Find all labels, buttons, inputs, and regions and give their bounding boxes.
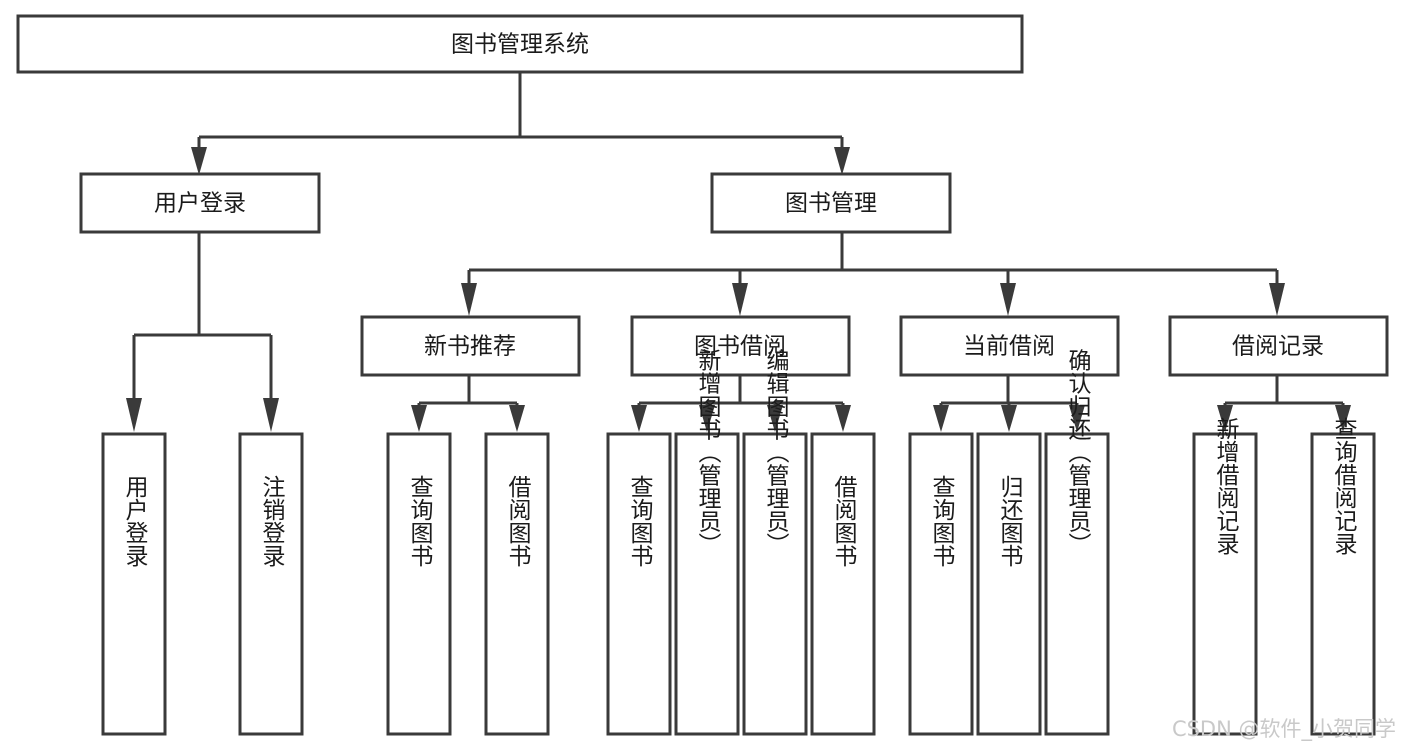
arrow-to-new-book-recommend-icon bbox=[461, 283, 477, 316]
node-leaf-borrow-book-1-box[interactable] bbox=[484, 432, 550, 736]
node-user-login-box[interactable] bbox=[79, 172, 321, 234]
arrow-to-leaf-user-logout-icon bbox=[263, 398, 279, 432]
node-leaf-query-record[interactable]: 查询借阅记录 bbox=[1310, 417, 1376, 736]
arrow-to-current-borrow-icon bbox=[1000, 283, 1016, 316]
node-leaf-user-login-box[interactable] bbox=[101, 432, 167, 736]
node-leaf-query-book-1[interactable]: 查询图书 bbox=[386, 432, 452, 736]
node-leaf-confirm-return-box[interactable] bbox=[1044, 432, 1110, 736]
node-leaf-query-book-2[interactable]: 查询图书 bbox=[606, 432, 672, 736]
arrow-to-book-borrow-icon bbox=[732, 283, 748, 316]
arrow-to-leaf-borrow-book-1-icon bbox=[509, 405, 525, 432]
node-leaf-user-logout[interactable]: 注销登录 bbox=[238, 432, 304, 736]
node-root-label: 图书管理系统 bbox=[451, 32, 589, 58]
node-leaf-edit-book-label: 编辑图书（管理员） bbox=[762, 349, 790, 556]
node-book-management-label: 图书管理 bbox=[785, 191, 877, 217]
node-leaf-confirm-return[interactable]: 确认归还（管理员） bbox=[1044, 349, 1110, 736]
node-leaf-confirm-return-label: 确认归还（管理员） bbox=[1064, 349, 1092, 556]
node-leaf-add-book[interactable]: 新增图书（管理员） bbox=[674, 349, 740, 736]
node-root-box[interactable] bbox=[16, 14, 1024, 74]
node-leaf-user-login-label: 用户登录 bbox=[121, 475, 149, 567]
node-root[interactable]: 图书管理系统 bbox=[16, 14, 1024, 74]
arrow-to-leaf-user-login-icon bbox=[126, 398, 142, 432]
node-borrow-record-label: 借阅记录 bbox=[1232, 334, 1324, 360]
node-leaf-add-book-label: 新增图书（管理员） bbox=[694, 349, 722, 556]
node-book-borrow[interactable]: 图书借阅 bbox=[630, 315, 851, 377]
node-leaf-user-login[interactable]: 用户登录 bbox=[101, 432, 167, 736]
node-leaf-query-book-2-label: 查询图书 bbox=[626, 475, 654, 567]
node-borrow-record-box[interactable] bbox=[1168, 315, 1389, 377]
node-new-book-recommend-box[interactable] bbox=[360, 315, 581, 377]
node-borrow-record[interactable]: 借阅记录 bbox=[1168, 315, 1389, 377]
arrow-to-borrow-record-icon bbox=[1269, 283, 1285, 316]
node-leaf-query-book-1-box[interactable] bbox=[386, 432, 452, 736]
node-user-login[interactable]: 用户登录 bbox=[79, 172, 321, 234]
node-leaf-query-book-3-label: 查询图书 bbox=[928, 475, 956, 567]
arrow-to-leaf-borrow-book-2-icon bbox=[835, 405, 851, 432]
node-leaf-return-book-box[interactable] bbox=[976, 432, 1042, 736]
node-leaf-edit-book-box[interactable] bbox=[742, 432, 808, 736]
arrow-to-leaf-return-book-icon bbox=[1001, 405, 1017, 432]
arrow-to-leaf-edit-book-icon bbox=[767, 405, 783, 432]
node-leaf-query-book-3-box[interactable] bbox=[908, 432, 974, 736]
arrow-to-leaf-add-book-icon bbox=[699, 405, 715, 432]
arrow-to-leaf-add-record-icon bbox=[1217, 405, 1233, 432]
node-current-borrow[interactable]: 当前借阅 bbox=[899, 315, 1120, 377]
node-leaf-borrow-book-1[interactable]: 借阅图书 bbox=[484, 432, 550, 736]
arrow-to-leaf-query-book-1-icon bbox=[411, 405, 427, 432]
node-leaf-user-logout-label: 注销登录 bbox=[258, 475, 286, 567]
node-leaf-return-book-label: 归还图书 bbox=[996, 475, 1024, 567]
node-book-borrow-label: 图书借阅 bbox=[694, 334, 786, 360]
node-leaf-borrow-book-2-label: 借阅图书 bbox=[830, 475, 858, 567]
node-book-management-box[interactable] bbox=[710, 172, 952, 234]
node-leaf-add-book-box[interactable] bbox=[674, 432, 740, 736]
node-leaf-query-record-box[interactable] bbox=[1310, 432, 1376, 736]
node-current-borrow-box[interactable] bbox=[899, 315, 1120, 377]
node-leaf-return-book[interactable]: 归还图书 bbox=[976, 432, 1042, 736]
node-book-management[interactable]: 图书管理 bbox=[710, 172, 952, 234]
node-book-borrow-box[interactable] bbox=[630, 315, 851, 377]
node-leaf-borrow-book-2[interactable]: 借阅图书 bbox=[810, 432, 876, 736]
node-leaf-user-logout-box[interactable] bbox=[238, 432, 304, 736]
node-leaf-query-book-3[interactable]: 查询图书 bbox=[908, 432, 974, 736]
node-user-login-label: 用户登录 bbox=[154, 191, 246, 217]
node-leaf-edit-book[interactable]: 编辑图书（管理员） bbox=[742, 349, 808, 736]
node-leaf-borrow-book-1-label: 借阅图书 bbox=[504, 475, 532, 567]
node-new-book-recommend[interactable]: 新书推荐 bbox=[360, 315, 581, 377]
node-current-borrow-label: 当前借阅 bbox=[963, 334, 1055, 360]
node-leaf-add-record-label: 新增借阅记录 bbox=[1212, 417, 1240, 555]
arrow-to-leaf-query-record-icon bbox=[1335, 405, 1351, 432]
arrow-to-leaf-query-book-3-icon bbox=[933, 405, 949, 432]
arrow-to-leaf-confirm-return-icon bbox=[1069, 405, 1085, 432]
connector-layer bbox=[126, 72, 1351, 432]
node-leaf-add-record[interactable]: 新增借阅记录 bbox=[1192, 417, 1258, 736]
watermark-label: CSDN @软件_小贺同学 bbox=[1172, 717, 1396, 742]
arrow-to-user-login-icon bbox=[191, 147, 207, 175]
arrow-to-book-management-icon bbox=[834, 147, 850, 175]
node-new-book-recommend-label: 新书推荐 bbox=[424, 334, 516, 360]
node-leaf-borrow-book-2-box[interactable] bbox=[810, 432, 876, 736]
node-leaf-add-record-box[interactable] bbox=[1192, 432, 1258, 736]
node-leaf-query-record-label: 查询借阅记录 bbox=[1330, 417, 1358, 555]
node-leaf-query-book-1-label: 查询图书 bbox=[406, 475, 434, 567]
arrow-to-leaf-query-book-2-icon bbox=[631, 405, 647, 432]
node-leaf-query-book-2-box[interactable] bbox=[606, 432, 672, 736]
